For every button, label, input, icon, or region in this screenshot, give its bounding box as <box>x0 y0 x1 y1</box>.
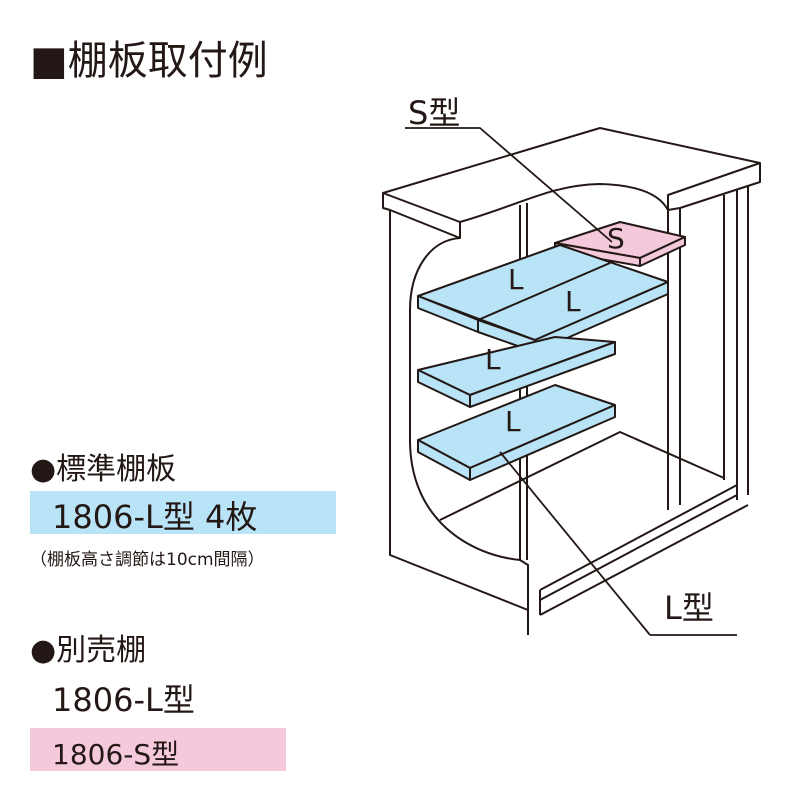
standard-shelf-heading: ●標準棚板 <box>30 452 177 487</box>
optional-shelf-highlight <box>30 728 286 771</box>
optional-shelf-item-l: 1806-L型 <box>52 681 195 719</box>
l-type-label: L型 <box>664 589 714 627</box>
optional-shelf-heading: ●別売棚 <box>30 633 147 668</box>
shelf-s-marker: S <box>607 222 625 255</box>
standard-shelf-item: 1806-L型 4枚 <box>52 498 258 536</box>
shelf-l-marker-1: L <box>508 263 524 296</box>
s-type-label: S型 <box>408 94 461 132</box>
standard-shelf-highlight <box>30 491 336 534</box>
page-title: ■棚板取付例 <box>30 38 268 84</box>
shelf-l-marker-4: L <box>505 405 521 438</box>
optional-shelf-item-s: 1806-S型 <box>52 738 180 771</box>
shelf-l-marker-2: L <box>565 285 581 318</box>
shelf-l-marker-3: L <box>485 343 501 376</box>
standard-shelf-note: （棚板高さ調節は10cm間隔） <box>30 550 265 570</box>
